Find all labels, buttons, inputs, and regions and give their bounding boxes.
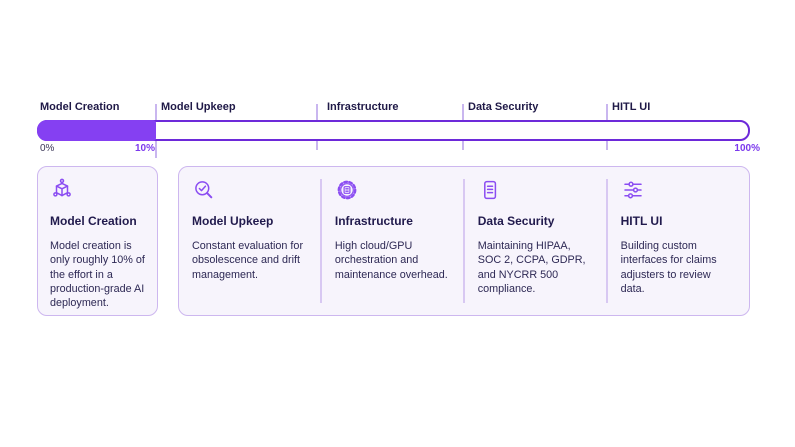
document-icon xyxy=(478,178,502,202)
magnifier-check-icon xyxy=(192,178,216,202)
card-description: Model creation is only roughly 10% of th… xyxy=(50,239,145,310)
progress-max-label: 100% xyxy=(734,143,760,154)
card-description: Building custom interfaces for claims ad… xyxy=(620,239,717,295)
card-title: Model Creation xyxy=(50,214,137,228)
card-description: Maintaining HIPAA, SOC 2, CCPA, GDPR, an… xyxy=(477,239,586,295)
card-description: High cloud/GPU orchestration and mainten… xyxy=(334,239,448,281)
card-hitl-ui: HITL UI Building custom interfaces for c… xyxy=(608,167,749,315)
segment-label-infrastructure: Infrastructure xyxy=(327,101,399,113)
card-model-creation: Model Creation Model creation is only ro… xyxy=(37,166,158,316)
card-model-upkeep: Model Upkeep Constant evaluation for obs… xyxy=(179,167,320,315)
card-description: Constant evaluation for obsolescence and… xyxy=(192,239,304,281)
segment-label-model-creation: Model Creation xyxy=(40,101,120,113)
card-infrastructure: Infrastructure High cloud/GPU orchestrat… xyxy=(322,167,463,315)
segment-label-hitl-ui: HITL UI xyxy=(612,101,651,113)
segment-label-model-upkeep: Model Upkeep xyxy=(161,101,236,113)
panel-divider xyxy=(463,179,465,303)
panel-divider xyxy=(606,179,608,303)
card-title: HITL UI xyxy=(620,214,663,228)
segment-label-data-security: Data Security xyxy=(468,101,539,113)
cards-panel: Model Upkeep Constant evaluation for obs… xyxy=(178,166,750,316)
sliders-icon xyxy=(621,178,645,202)
progress-fill-label: 10% xyxy=(134,143,155,154)
panel-divider xyxy=(320,179,322,303)
progress-min-label: 0% xyxy=(40,143,55,154)
card-title: Model Upkeep xyxy=(192,214,274,228)
card-title: Data Security xyxy=(477,214,555,228)
progress-bar-fill xyxy=(37,120,156,141)
gear-chip-icon xyxy=(335,178,359,202)
cube-3d-icon xyxy=(50,178,74,202)
card-data-security: Data Security Maintaining HIPAA, SOC 2, … xyxy=(465,167,606,315)
card-title: Infrastructure xyxy=(334,214,413,228)
